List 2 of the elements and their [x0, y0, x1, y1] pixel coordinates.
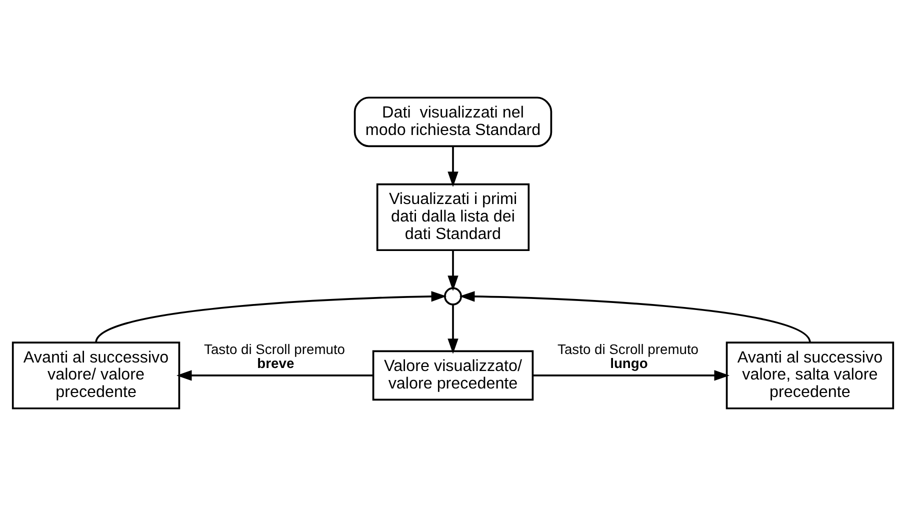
edge-label: Tasto di Scroll premuto breve: [204, 341, 346, 372]
edge-label: Tasto di Scroll premuto lungo: [558, 341, 699, 372]
